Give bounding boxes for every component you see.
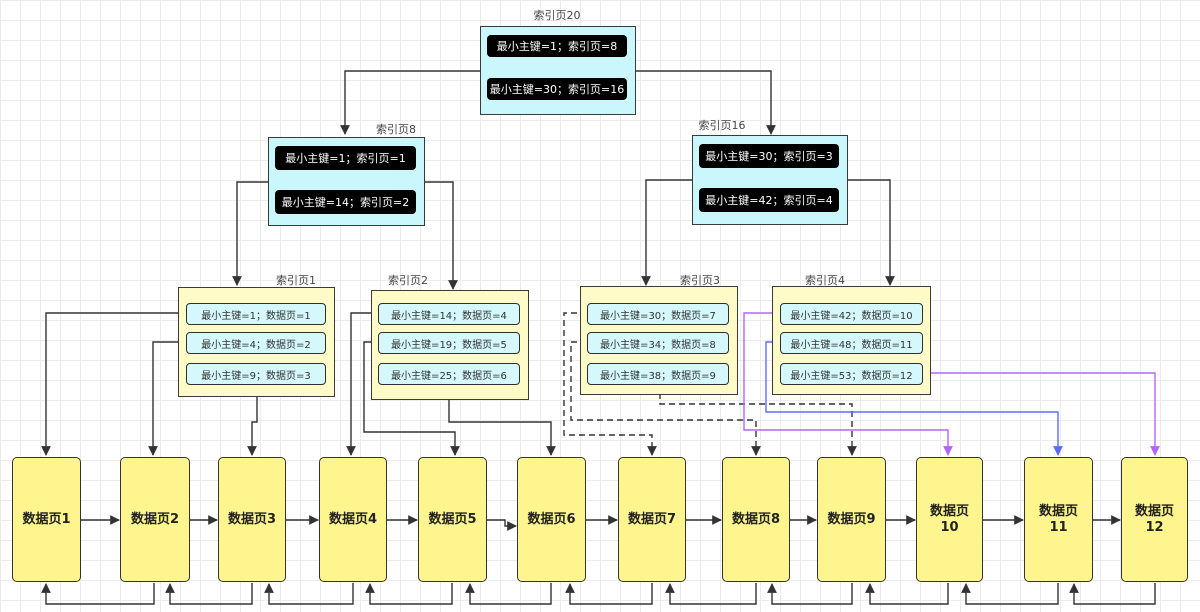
index-page-2-record-2: 最小主键=19；数据页=5 (378, 332, 520, 354)
edge-bottom-5-4 (365, 583, 453, 605)
index-page-4-record-1: 最小主键=42；数据页=10 (780, 303, 923, 325)
data-page-10: 数据页10 (916, 457, 983, 582)
index-page-3: 最小主键=30；数据页=7 最小主键=34；数据页=8 最小主键=38；数据页=… (580, 286, 738, 395)
edge-idx4-to-data10 (743, 312, 953, 456)
data-page-9: 数据页9 (817, 457, 886, 582)
data-page-12: 数据页12 (1121, 457, 1188, 582)
edge-idx1-to-data1 (41, 312, 186, 456)
edge-fwd-5-6 (487, 519, 517, 531)
data-page-1: 数据页1 (12, 457, 81, 582)
edge-page8-to-page1 (232, 181, 268, 286)
edge-idx1-to-data3 (247, 383, 258, 456)
data-page-7: 数据页7 (618, 457, 686, 582)
index-page-8-record-2: 最小主键=14；索引页=2 (275, 190, 416, 214)
index-page-8: 最小主键=1；索引页=1 最小主键=14；索引页=2 (268, 137, 425, 226)
index-page-2-label: 索引页2 (388, 274, 428, 287)
data-page-5: 数据页5 (418, 457, 487, 582)
edge-idx3-to-data7 (563, 312, 657, 456)
index-page-3-record-2: 最小主键=34；数据页=8 (587, 332, 729, 354)
index-page-1-label: 索引页1 (276, 274, 316, 287)
edge-idx4-to-data12 (922, 372, 1160, 456)
index-page-1-record-2: 最小主键=4；数据页=2 (186, 332, 326, 354)
index-page-16-record-1: 最小主键=30；索引页=3 (699, 144, 839, 168)
edge-page16-to-page3 (641, 179, 692, 286)
edge-bottom-9-8 (767, 583, 853, 605)
data-page-2: 数据页2 (120, 457, 190, 582)
index-page-4-record-2: 最小主键=48；数据页=11 (780, 332, 923, 354)
index-page-1-record-3: 最小主键=9；数据页=3 (186, 363, 326, 385)
index-page-8-label: 索引页8 (376, 123, 416, 136)
index-page-2-record-1: 最小主键=14；数据页=4 (378, 303, 520, 325)
edge-bottom-6-5 (465, 583, 552, 605)
root-record-2: 最小主键=30；索引页=16 (487, 78, 627, 100)
edge-idx2-to-data4 (346, 312, 378, 456)
index-page-4: 最小主键=42；数据页=10 最小主键=48；数据页=11 最小主键=53；数据… (772, 286, 931, 395)
index-page-2: 最小主键=14；数据页=4 最小主键=19；数据页=5 最小主键=25；数据页=… (371, 290, 529, 400)
index-page-1-record-1: 最小主键=1；数据页=1 (186, 303, 326, 325)
index-page-1: 最小主键=1；数据页=1 最小主键=4；数据页=2 最小主键=9；数据页=3 (178, 287, 335, 397)
edge-page16-to-page4 (848, 179, 895, 286)
data-page-4: 数据页4 (319, 457, 387, 582)
index-page-16-record-2: 最小主键=42；索引页=4 (699, 188, 839, 212)
data-page-11: 数据页11 (1024, 457, 1093, 582)
edge-bottom-12-11 (1069, 583, 1156, 605)
data-page-6: 数据页6 (517, 457, 586, 582)
edge-idx1-to-data2 (148, 341, 186, 456)
index-page-8-record-1: 最小主键=1；索引页=1 (275, 146, 416, 170)
index-page-4-record-3: 最小主键=53；数据页=12 (780, 363, 923, 385)
edge-root-to-page8 (340, 70, 480, 135)
edge-page8-to-page2 (425, 181, 458, 290)
index-page-3-label: 索引页3 (680, 274, 720, 287)
index-page-4-label: 索引页4 (805, 274, 845, 287)
edge-idx2-to-data6 (448, 383, 556, 456)
edge-idx4-to-data11 (765, 341, 1063, 456)
edge-bottom-11-10 (961, 583, 1059, 605)
edge-idx3-to-data8 (570, 341, 761, 456)
edge-bottom-3-2 (165, 583, 253, 605)
index-page-2-record-3: 最小主键=25；数据页=6 (378, 363, 520, 385)
root-index-label: 索引页20 (533, 9, 581, 22)
index-page-3-record-1: 最小主键=30；数据页=7 (587, 303, 729, 325)
root-record-1: 最小主键=1；索引页=8 (487, 35, 627, 57)
index-page-16-label: 索引页16 (698, 119, 746, 132)
edge-bottom-2-1 (41, 583, 155, 605)
edge-idx2-to-data5 (363, 341, 460, 456)
data-page-8: 数据页8 (722, 457, 790, 582)
data-page-3: 数据页3 (218, 457, 286, 582)
index-page-16: 最小主键=30；索引页=3 最小主键=42；索引页=4 (692, 135, 848, 225)
edge-bottom-8-7 (665, 583, 757, 605)
edge-bottom-4-3 (264, 583, 354, 605)
root-index-page: 最小主键=1；索引页=8 最小主键=30；索引页=16 (480, 26, 636, 115)
edge-bottom-10-9 (865, 583, 949, 605)
index-page-3-record-3: 最小主键=38；数据页=9 (587, 363, 729, 385)
edge-root-to-page16 (636, 70, 776, 135)
edge-bottom-7-6 (565, 583, 653, 605)
